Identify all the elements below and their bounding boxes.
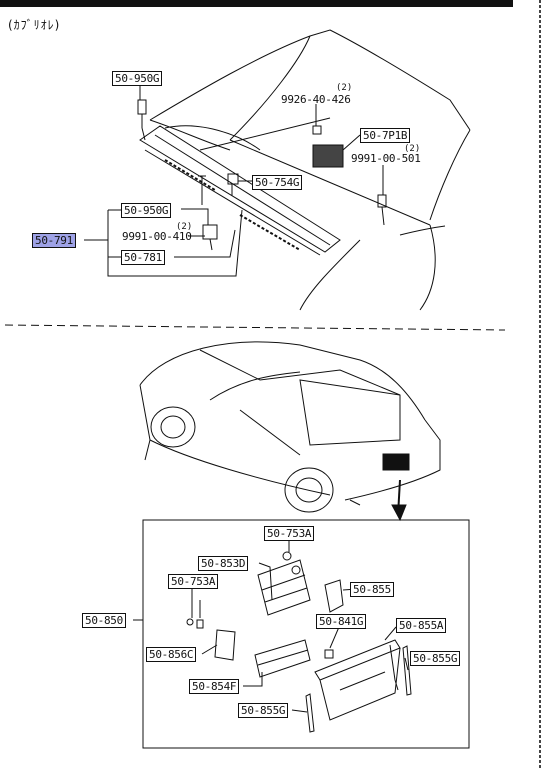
rear-finisher-parts — [186, 551, 412, 733]
part-label-50-950G-lower[interactable]: 50-950G — [121, 203, 172, 218]
cowl-grille-panel — [139, 125, 341, 256]
part-label-50-791-highlighted[interactable]: 50-791 — [32, 233, 76, 248]
part-label-50-753A-upper[interactable]: 50-753A — [264, 526, 315, 541]
part-label-50-855A[interactable]: 50-855A — [396, 618, 447, 633]
part-label-50-781[interactable]: 50-781 — [121, 250, 165, 265]
part-label-9926-40-426[interactable]: 9926-40-426 — [281, 93, 351, 106]
part-label-50-855G-left[interactable]: 50-855G — [238, 703, 289, 718]
bottom-leader-lines — [133, 538, 409, 713]
part-label-9991-00-501[interactable]: 9991-00-501 — [351, 152, 421, 165]
part-label-50-855[interactable]: 50-855 — [350, 582, 394, 597]
top-border-bar — [0, 0, 513, 7]
qty-9991-501: (2) — [404, 144, 421, 154]
part-label-50-753A-lower[interactable]: 50-753A — [168, 574, 219, 589]
section-divider — [4, 324, 506, 331]
car-illustration — [139, 341, 441, 522]
part-label-9991-00-410[interactable]: 9991-00-410 — [122, 230, 192, 243]
part-label-50-854F[interactable]: 50-854F — [189, 679, 240, 694]
part-label-50-855G-right[interactable]: 50-855G — [410, 651, 461, 666]
part-label-50-850[interactable]: 50-850 — [82, 613, 126, 628]
part-label-50-856C[interactable]: 50-856C — [146, 647, 197, 662]
section-note: (ｶﾌﾞﾘｵﾚ) — [8, 18, 61, 32]
part-label-50-7P1B[interactable]: 50-7P1B — [360, 128, 411, 143]
page-edge — [539, 0, 541, 768]
cowl-clips — [137, 99, 387, 251]
windshield-outline — [149, 29, 471, 311]
part-label-50-950G[interactable]: 50-950G — [112, 71, 163, 86]
parts-detail-frame — [142, 519, 470, 749]
top-leader-lines — [84, 83, 384, 277]
part-label-50-841G[interactable]: 50-841G — [316, 614, 367, 629]
part-label-50-853D[interactable]: 50-853D — [198, 556, 249, 571]
qty-9991-410: (2) — [176, 222, 193, 232]
part-label-50-754G[interactable]: 50-754G — [252, 175, 303, 190]
qty-9926: (2) — [336, 83, 353, 93]
